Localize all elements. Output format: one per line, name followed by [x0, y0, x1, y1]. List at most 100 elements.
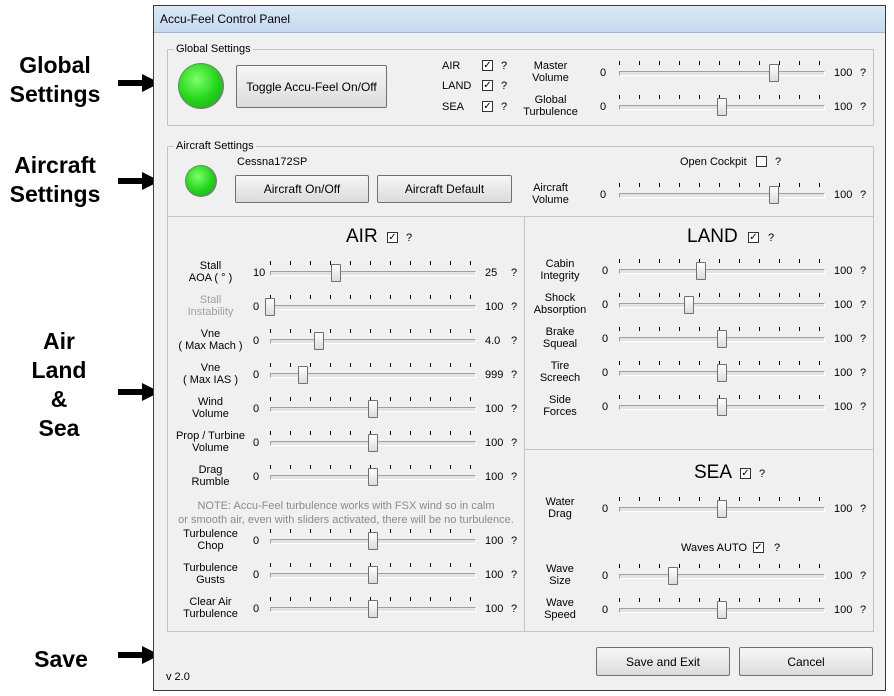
vne-max-mach-slider-track[interactable]	[270, 339, 476, 344]
help-icon[interactable]: ?	[511, 301, 518, 313]
help-icon[interactable]: ?	[511, 403, 518, 415]
shock-absorption-slider-track[interactable]	[619, 303, 825, 308]
help-icon[interactable]: ?	[774, 542, 781, 554]
help-icon[interactable]: ?	[511, 267, 518, 279]
help-icon[interactable]: ?	[860, 299, 867, 311]
help-icon[interactable]: ?	[511, 471, 518, 483]
drag-rumble-slider-thumb[interactable]	[368, 468, 378, 486]
vne-max-mach-slider-thumb[interactable]	[314, 332, 325, 350]
wave-size-min-value: 0	[602, 570, 609, 582]
air-enable-label: AIR	[442, 60, 461, 72]
help-icon[interactable]: ?	[860, 367, 867, 379]
water-drag-min-value: 0	[602, 503, 609, 515]
help-icon[interactable]: ?	[511, 335, 518, 347]
brake-squeal-ticks	[619, 327, 825, 331]
aircraft-name: Cessna172SP	[237, 156, 308, 168]
stall-instability-max-value: 100	[485, 301, 504, 313]
save-and-exit-button[interactable]: Save and Exit	[596, 647, 730, 676]
stall-instability-slider-thumb[interactable]	[265, 298, 275, 316]
air-section-title: AIR	[346, 226, 378, 247]
toggle-accu-feel-button[interactable]: Toggle Accu-Feel On/Off	[236, 65, 387, 108]
shock-absorption-slider-thumb[interactable]	[684, 296, 695, 314]
help-icon[interactable]: ?	[511, 603, 518, 615]
wave-size-slider-thumb[interactable]	[667, 567, 678, 585]
help-icon[interactable]: ?	[860, 570, 867, 582]
help-icon[interactable]: ?	[511, 437, 518, 449]
aircraft-on-off-button[interactable]: Aircraft On/Off	[235, 175, 369, 203]
global-air-checkbox[interactable]: ✓	[482, 60, 493, 71]
vne-max-ias-slider-track[interactable]	[270, 373, 476, 378]
help-icon[interactable]: ?	[860, 101, 867, 113]
wind-volume-slider-thumb[interactable]	[368, 400, 378, 418]
master-volume-slider-thumb[interactable]	[768, 64, 779, 82]
open-cockpit-checkbox[interactable]	[756, 156, 767, 167]
aircraft-volume-slider-thumb[interactable]	[768, 186, 779, 204]
help-icon[interactable]: ?	[501, 101, 508, 113]
help-icon[interactable]: ?	[511, 569, 518, 581]
help-icon[interactable]: ?	[860, 67, 867, 79]
land-sea-divider	[525, 449, 873, 450]
wave-size-slider-track[interactable]	[619, 574, 825, 579]
aircraft-volume-ticks	[619, 183, 825, 187]
shock-absorption-min-value: 0	[602, 299, 609, 311]
help-icon[interactable]: ?	[511, 369, 518, 381]
help-icon[interactable]: ?	[775, 156, 782, 168]
help-icon[interactable]: ?	[860, 401, 867, 413]
stall-instability-slider-track[interactable]	[270, 305, 476, 310]
brake-squeal-slider-thumb[interactable]	[717, 330, 727, 348]
water-drag-slider-thumb[interactable]	[717, 500, 727, 518]
prop-turbine-volume-slider-thumb[interactable]	[368, 434, 378, 452]
cancel-button[interactable]: Cancel	[739, 647, 873, 676]
help-icon[interactable]: ?	[406, 232, 413, 244]
waves-auto-checkbox[interactable]: ✓	[753, 542, 764, 553]
shock-absorption-max-value: 100	[834, 299, 853, 311]
aircraft-default-button[interactable]: Aircraft Default	[377, 175, 512, 203]
help-icon[interactable]: ?	[759, 468, 766, 480]
stall-aoa-slider-thumb[interactable]	[330, 264, 341, 282]
clear-air-turbulence-slider-thumb[interactable]	[368, 600, 378, 618]
tire-screech-slider-thumb[interactable]	[717, 364, 727, 382]
side-forces-ticks	[619, 395, 825, 399]
help-icon[interactable]: ?	[501, 60, 508, 72]
prop-turbine-volume-ticks	[270, 431, 476, 435]
air-section-checkbox[interactable]: ✓	[387, 232, 398, 243]
help-icon[interactable]: ?	[511, 535, 518, 547]
aircraft-volume-slider-track[interactable]	[619, 193, 825, 198]
global-land-checkbox[interactable]: ✓	[482, 80, 493, 91]
cabin-integrity-slider-track[interactable]	[619, 269, 825, 274]
wave-speed-slider-thumb[interactable]	[717, 601, 727, 619]
stall-aoa-slider-track[interactable]	[270, 271, 476, 276]
help-icon[interactable]: ?	[860, 604, 867, 616]
land-section-checkbox[interactable]: ✓	[748, 232, 759, 243]
control-panel-window: Accu-Feel Control Panel Global Settings …	[153, 5, 886, 691]
side-forces-slider-thumb[interactable]	[717, 398, 727, 416]
clear-air-turbulence-max-value: 100	[485, 603, 504, 615]
help-icon[interactable]: ?	[860, 265, 867, 277]
vne-max-ias-ticks	[270, 363, 476, 367]
cabin-integrity-slider-thumb[interactable]	[696, 262, 707, 280]
vne-max-ias-slider-thumb[interactable]	[297, 366, 308, 384]
master-volume-ticks	[619, 61, 825, 65]
turbulence-gusts-slider-thumb[interactable]	[368, 566, 378, 584]
turbulence-chop-slider-thumb[interactable]	[368, 532, 378, 550]
sea-section-checkbox[interactable]: ✓	[740, 468, 751, 479]
global-turbulence-slider-thumb[interactable]	[717, 98, 727, 116]
help-icon[interactable]: ?	[860, 503, 867, 515]
wave-speed-ticks	[619, 598, 825, 602]
master-volume-slider-track[interactable]	[619, 71, 825, 76]
help-icon[interactable]: ?	[768, 232, 775, 244]
global-sea-checkbox[interactable]: ✓	[482, 101, 493, 112]
turbulence-gusts-min-value: 0	[253, 569, 260, 581]
help-icon[interactable]: ?	[860, 189, 867, 201]
help-icon[interactable]: ?	[860, 333, 867, 345]
help-icon[interactable]: ?	[501, 80, 508, 92]
clear-air-turbulence-min-value: 0	[253, 603, 260, 615]
sea-enable-label: SEA	[442, 101, 465, 113]
clear-air-turbulence-ticks	[270, 597, 476, 601]
